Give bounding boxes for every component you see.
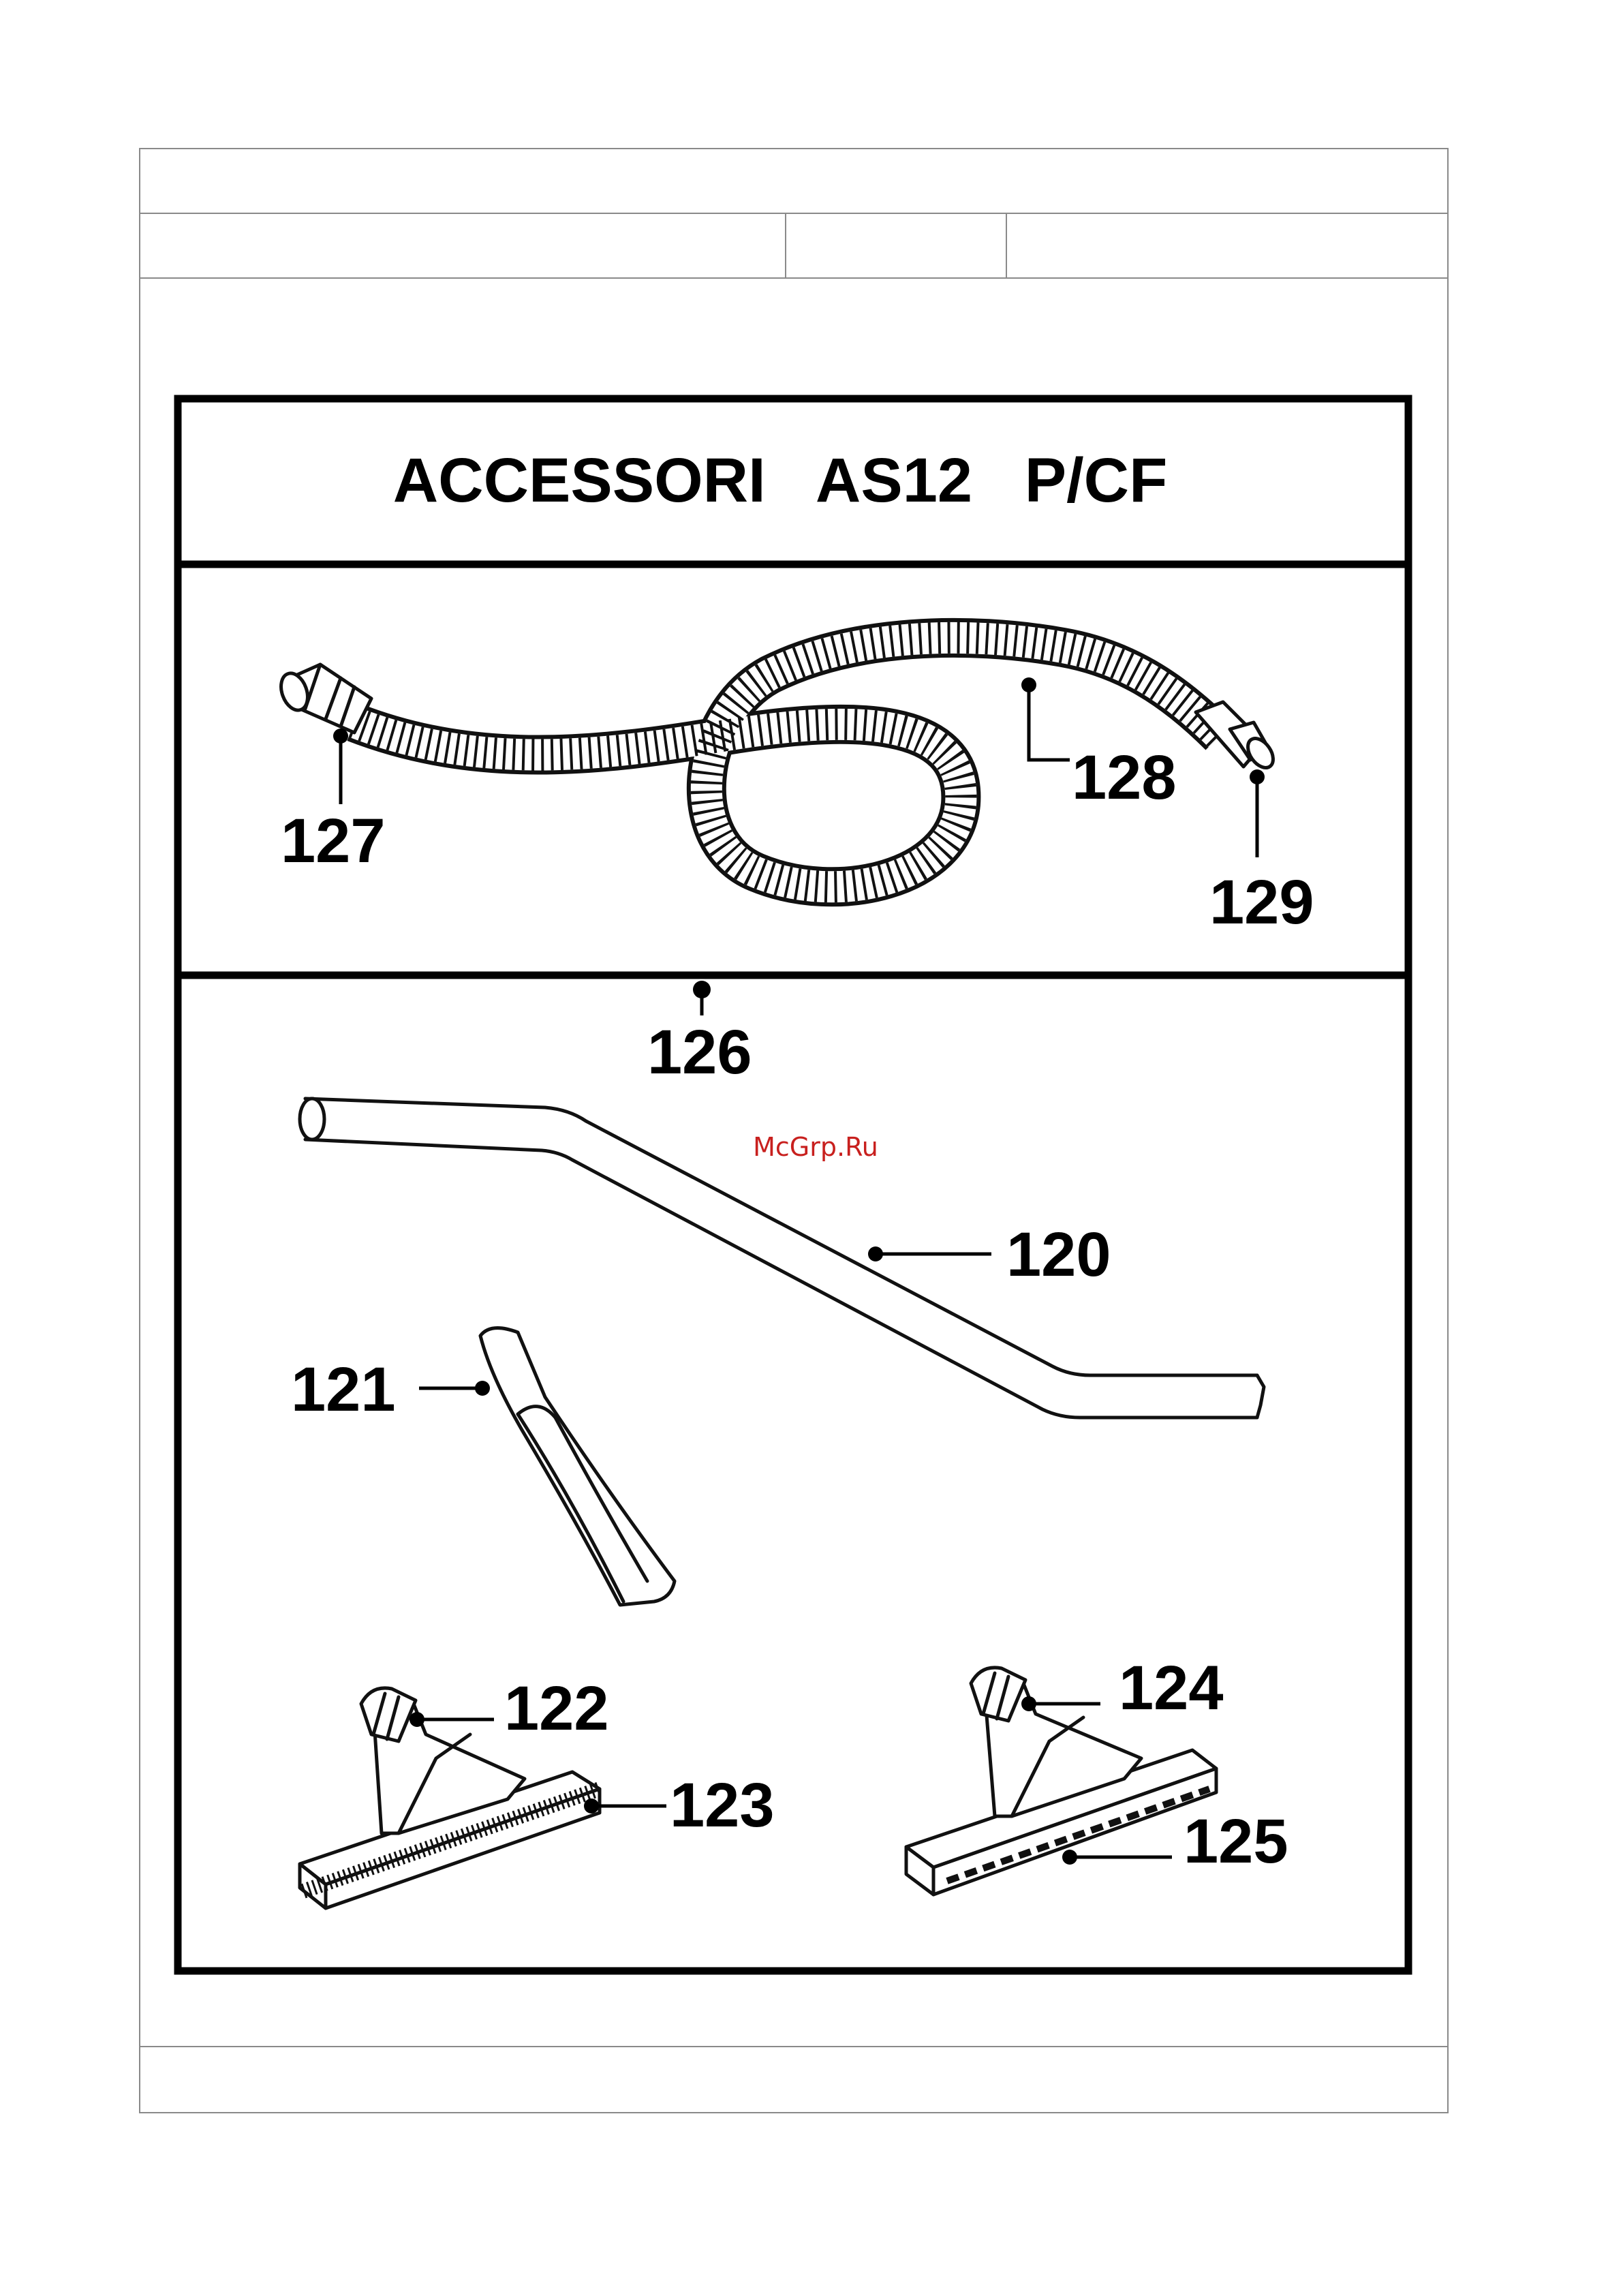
label-129: 129	[1209, 868, 1314, 937]
label-120: 120	[1006, 1220, 1111, 1289]
callout-126: 126	[647, 981, 752, 1087]
callout-124: 124	[1021, 1653, 1224, 1723]
crevice-tool-drawing	[480, 1328, 675, 1605]
label-121: 121	[291, 1355, 396, 1424]
callout-127: 127	[281, 729, 386, 876]
callout-120: 120	[868, 1220, 1111, 1289]
label-126: 126	[647, 1017, 752, 1087]
label-124: 124	[1119, 1653, 1224, 1723]
watermark-text: McGrp.Ru	[753, 1132, 878, 1162]
label-125: 125	[1184, 1807, 1288, 1876]
diagram-title: ACCESSORI AS12 P/CF	[393, 446, 1168, 515]
callout-129: 129	[1209, 769, 1314, 937]
label-128: 128	[1072, 743, 1177, 812]
label-123: 123	[670, 1771, 775, 1840]
label-127: 127	[281, 806, 386, 876]
label-122: 122	[504, 1674, 609, 1743]
drawing-frame	[178, 399, 1408, 1971]
callout-123: 123	[584, 1771, 775, 1840]
callout-121: 121	[291, 1355, 490, 1424]
callout-122: 122	[409, 1674, 609, 1743]
hose-connector-left-drawing	[277, 664, 371, 733]
